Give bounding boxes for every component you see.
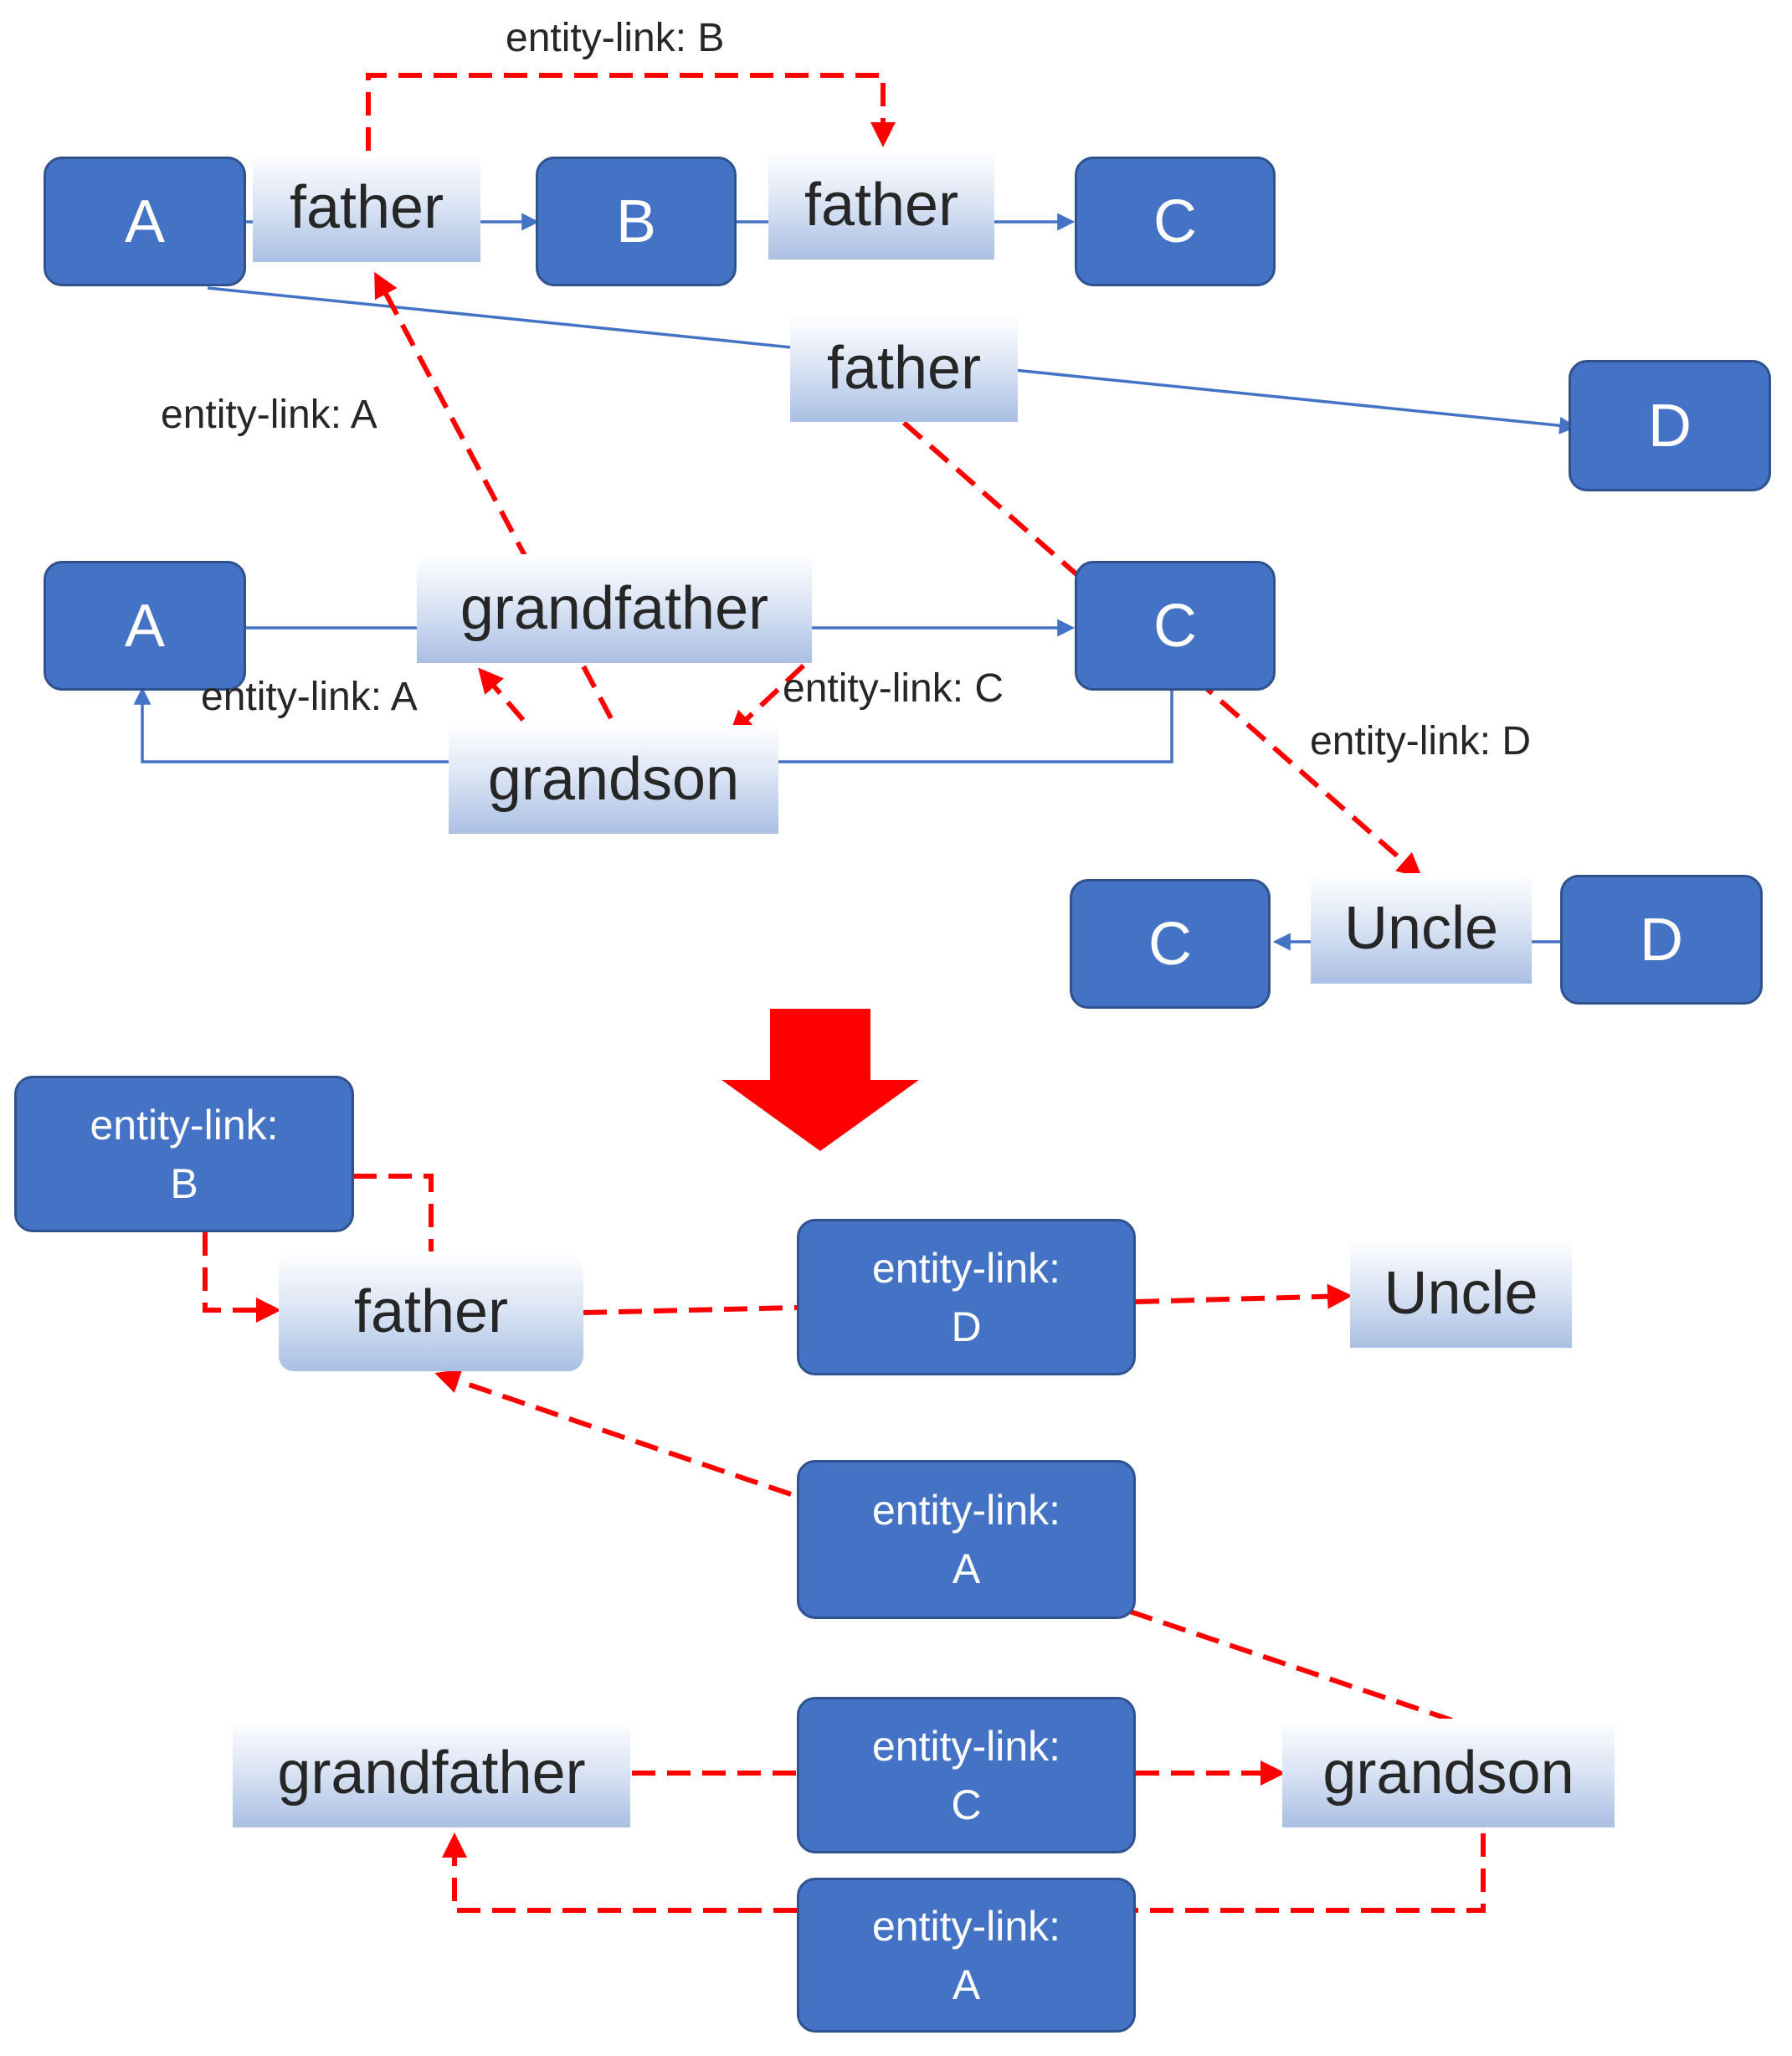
entity-link-label: entity-link: A (201, 675, 418, 719)
relation-grandson: grandson (449, 725, 778, 834)
relation-father: father (279, 1252, 583, 1371)
entity-link-text: entity-link: (871, 1244, 1061, 1292)
entity-link-value: A (952, 1545, 981, 1592)
bl-b-to-father (203, 1232, 281, 1323)
relation-grandfather: grandfather (233, 1719, 630, 1827)
link-b-father-to-father (366, 73, 896, 151)
entity-link-text: entity-link: (871, 1902, 1061, 1950)
relation-grandson: grandson (1282, 1719, 1615, 1827)
bl-b-to-father-loop (353, 1174, 434, 1252)
entity-link-text: entity-link: (90, 1101, 279, 1149)
entity-link-label: entity-link: C (783, 666, 1004, 711)
entity-node-b: B (536, 157, 737, 286)
entity-link-value: C (951, 1781, 982, 1828)
bl-d-uncle (1135, 1283, 1353, 1309)
entity-link-label: entity-link: D (1310, 719, 1532, 763)
bl-father-d (583, 1305, 798, 1315)
entity-node-d: D (1560, 875, 1763, 1005)
entity-node-a: A (44, 157, 246, 286)
relation-uncle: Uncle (1350, 1239, 1572, 1348)
entity-node-c: C (1075, 561, 1276, 691)
entity-node-d: D (1569, 360, 1771, 491)
entity-link-value: B (170, 1159, 198, 1207)
relation-father: father (768, 151, 994, 260)
link-d-father-to-uncle (902, 420, 1423, 878)
entity-link-text: entity-link: (871, 1722, 1061, 1770)
entity-link-node-c: entity-link: C (797, 1697, 1136, 1853)
bl-a1-grandson (1129, 1609, 1453, 1723)
entity-link-label: entity-link: A (161, 393, 377, 437)
entity-link-value: D (951, 1303, 982, 1350)
entity-link-node-b: entity-link: B (14, 1076, 354, 1232)
relation-father: father (790, 315, 1018, 422)
entity-link-text: entity-link: (871, 1487, 1061, 1534)
down-arrow-shape (721, 1009, 919, 1151)
link-c-grandfather-to-grandson (728, 663, 806, 737)
relation-uncle: Uncle (1311, 873, 1532, 984)
bl-a1-father (434, 1369, 792, 1497)
entity-link-node-a: entity-link: A (797, 1878, 1136, 2033)
entity-link-node-d: entity-link: D (797, 1219, 1136, 1375)
entity-link-node-a: entity-link: A (797, 1460, 1136, 1619)
entity-link-label: entity-link: B (506, 16, 725, 60)
bl-grandson-a2 (1136, 1833, 1486, 1913)
entity-node-c: C (1075, 157, 1276, 286)
bl-a2-grandfather (442, 1832, 797, 1913)
relation-grandfather: grandfather (417, 554, 812, 663)
entity-node-c: C (1070, 879, 1271, 1009)
red-links-bottom (203, 1174, 1486, 1913)
entity-node-a: A (44, 561, 246, 691)
entity-link-value: A (952, 1961, 981, 2008)
relation-father: father (253, 153, 480, 262)
link-a-grandson-to-grandfather (478, 667, 526, 722)
